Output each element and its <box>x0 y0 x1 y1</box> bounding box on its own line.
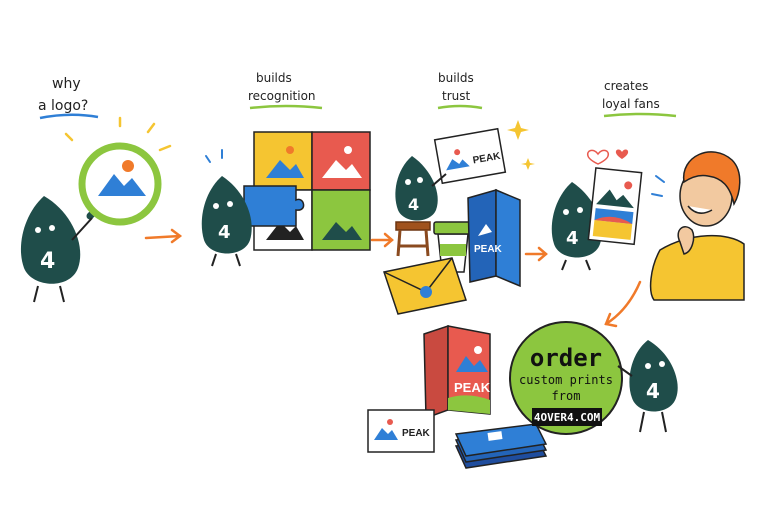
trust-caption-line1: builds <box>438 71 474 85</box>
brochure-blue-icon: PEAK <box>467 188 521 288</box>
mascot-5-number: 4 <box>646 379 660 403</box>
mascot-3-number: 4 <box>408 195 419 214</box>
brochure-red-brand-text: PEAK <box>454 380 491 395</box>
trust-caption-line2: trust <box>442 89 470 103</box>
why-caption: why a logo? <box>38 76 99 120</box>
small-card-icon: PEAK <box>367 409 435 453</box>
order-cta-badge[interactable]: order custom prints from 4OVER4.COM <box>509 321 623 435</box>
mascot-figure-2: 4 <box>201 176 252 267</box>
cta-line2: custom prints <box>519 373 613 387</box>
hearts-icon <box>586 149 629 165</box>
why-caption-line2: a logo? <box>38 98 88 114</box>
fans-caption-line1: creates <box>604 79 648 93</box>
motion-lines-icon <box>205 149 223 163</box>
cta-url[interactable]: 4OVER4.COM <box>534 411 601 424</box>
recognition-underline <box>249 104 323 110</box>
sparkle-stars-icon <box>507 120 535 170</box>
cta-line3: from <box>552 389 581 403</box>
mascot-figure-1: 4 <box>20 196 93 303</box>
trust-underline <box>437 104 483 110</box>
recognition-caption: builds recognition <box>248 71 323 110</box>
mascot-1-number: 4 <box>40 249 55 274</box>
fan-person-figure <box>649 151 745 301</box>
mascot-4-number: 4 <box>566 228 579 249</box>
puzzle-logo-icon <box>243 131 371 251</box>
why-caption-line1: why <box>52 76 81 92</box>
card-brand-text: PEAK <box>472 151 502 167</box>
card-stack-icon <box>454 423 548 469</box>
sparkle-lines-icon <box>64 116 172 152</box>
mascot-figure-5: 4 <box>617 340 678 433</box>
arrow-2-icon <box>370 232 394 248</box>
poster-icon <box>587 167 643 246</box>
arrow-3-icon <box>524 246 548 262</box>
stool-icon <box>395 221 431 257</box>
small-card-brand-text: PEAK <box>402 428 431 439</box>
trust-caption: builds trust <box>437 71 483 110</box>
recognition-caption-line1: builds <box>256 71 292 85</box>
mascot-figure-3: 4 <box>395 156 447 221</box>
fans-underline <box>603 112 677 118</box>
cta-line1: order <box>530 344 602 372</box>
magnifier-icon <box>78 142 162 226</box>
excitement-lines-icon <box>651 175 665 197</box>
mascot-2-number: 4 <box>218 222 231 243</box>
business-card-icon: PEAK <box>433 127 507 185</box>
recognition-caption-line2: recognition <box>248 89 316 103</box>
arrow-1-icon <box>144 228 183 244</box>
envelope-icon <box>383 257 467 315</box>
fans-caption-line2: loyal fans <box>602 97 660 111</box>
why-underline <box>39 113 99 120</box>
arrow-to-cta-icon <box>604 280 642 328</box>
brochure-blue-brand-text: PEAK <box>474 244 503 255</box>
fans-caption: creates loyal fans <box>602 79 677 118</box>
brochure-red-icon: PEAK <box>423 324 491 420</box>
